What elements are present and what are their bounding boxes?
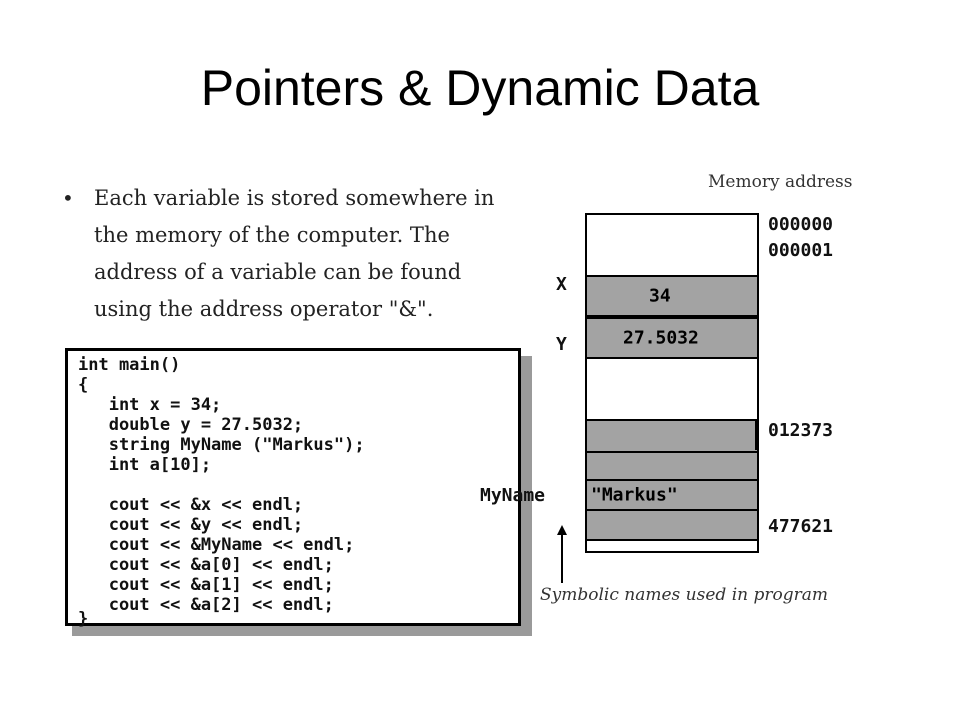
- symbol-label-x: X: [556, 274, 567, 295]
- bullet-line: address of a variable can be found: [94, 260, 462, 284]
- memory-cell-empty: [587, 451, 757, 481]
- memory-cell-empty: [587, 509, 757, 541]
- code-line: }: [78, 609, 89, 629]
- memory-cell-y: 27.5032: [587, 317, 757, 359]
- memory-cell-value: "Markus": [591, 484, 678, 506]
- bullet-text: • Each variable is stored somewhere in t…: [62, 180, 532, 328]
- memory-cell-myname: "Markus": [587, 479, 757, 511]
- code-line: cout << &MyName << endl;: [78, 535, 355, 555]
- code-line: {: [78, 375, 89, 395]
- memory-address: 477621: [768, 516, 834, 537]
- bullet-line: using the address operator "&".: [94, 297, 434, 321]
- memory-cell-value: 34: [649, 285, 671, 307]
- code-line: int a[10];: [78, 455, 212, 475]
- code-line: double y = 27.5032;: [78, 415, 304, 435]
- memory-cell-x: 34: [587, 275, 757, 317]
- bullet-line: Each variable is stored somewhere in: [94, 186, 495, 210]
- slide-title: Pointers & Dynamic Data: [200, 60, 760, 116]
- up-arrow-icon: [557, 525, 567, 583]
- symbol-label-y: Y: [556, 334, 567, 355]
- code-line: cout << &x << endl;: [78, 495, 304, 515]
- code-listing: int main() { int x = 34; double y = 27.5…: [65, 348, 521, 629]
- symbolic-names-caption: Symbolic names used in program: [540, 585, 828, 605]
- memory-address: 000000: [768, 214, 834, 235]
- memory-cell-value: 27.5032: [623, 327, 699, 349]
- code-line: cout << &a[0] << endl;: [78, 555, 334, 575]
- memory-address: 012373: [768, 420, 834, 441]
- address-marker-bar: [755, 420, 759, 450]
- code-line: cout << &a[2] << endl;: [78, 595, 334, 615]
- code-line: string MyName ("Markus");: [78, 435, 365, 455]
- code-line: cout << &a[1] << endl;: [78, 575, 334, 595]
- memory-cell-empty: [587, 419, 757, 453]
- memory-address-header: Memory address: [708, 172, 853, 192]
- code-line: cout << &y << endl;: [78, 515, 304, 535]
- memory-address: 000001: [768, 240, 834, 261]
- symbol-label-myname: MyName: [480, 485, 546, 506]
- bullet-marker: •: [62, 186, 74, 210]
- bullet-line: the memory of the computer. The: [94, 223, 450, 247]
- code-line: int main(): [78, 355, 181, 375]
- code-line: int x = 34;: [78, 395, 222, 415]
- memory-diagram: 34 27.5032 "Markus": [585, 213, 759, 553]
